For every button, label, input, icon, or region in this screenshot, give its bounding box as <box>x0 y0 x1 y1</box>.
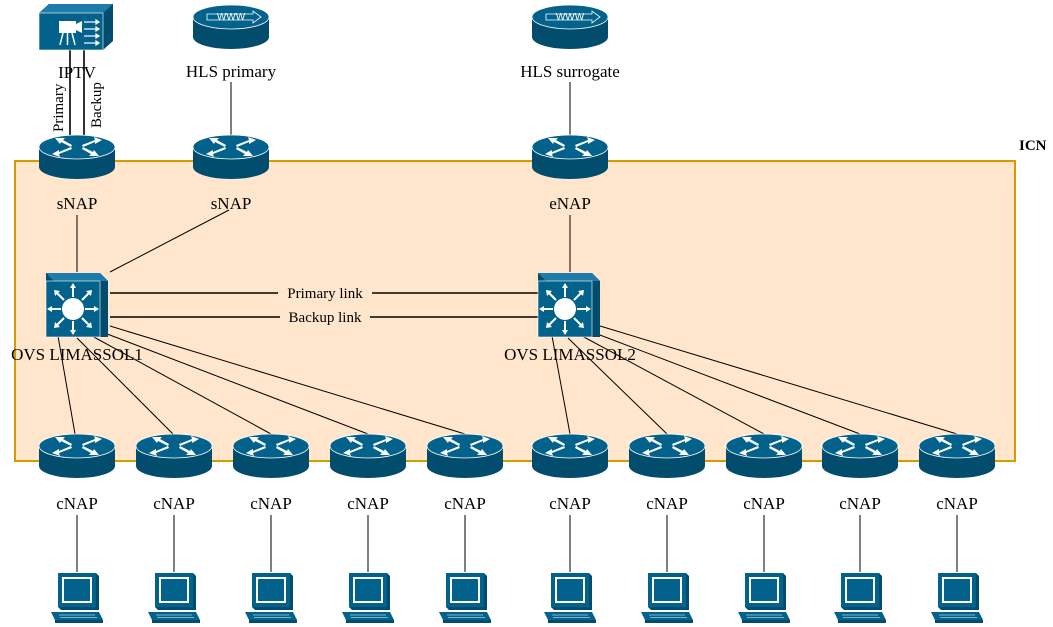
workstation-icon <box>833 572 887 624</box>
hls-primary-badge: WWW <box>217 12 246 23</box>
cnap-label: cNAP <box>250 494 292 513</box>
router-icon <box>135 433 213 479</box>
cnap-label: cNAP <box>743 494 785 513</box>
workstation-icon <box>737 572 791 624</box>
workstation-row <box>50 572 984 624</box>
workstation-icon <box>341 572 395 624</box>
router-icon <box>38 134 116 180</box>
icn-region <box>14 160 1016 462</box>
iptv-primary-link-label: Primary <box>51 83 67 132</box>
router-icon <box>628 433 706 479</box>
workstation-icon <box>930 572 984 624</box>
iptv-label: IPTV <box>58 63 97 82</box>
router-icon <box>38 433 116 479</box>
workstation-icon <box>543 572 597 624</box>
cnap-label: cNAP <box>347 494 389 513</box>
ovs1-label: OVS LIMASSOL1 <box>11 345 143 364</box>
cnap-label: cNAP <box>646 494 688 513</box>
cnap-label: cNAP <box>549 494 591 513</box>
cnap-label: cNAP <box>936 494 978 513</box>
router-icon <box>918 433 996 479</box>
workstation-icon <box>50 572 104 624</box>
router-icon <box>426 433 504 479</box>
hls-surrogate-badge: WWW <box>556 12 585 23</box>
multilayer-switch-icon <box>537 272 601 338</box>
hls-surrogate-label: HLS surrogate <box>520 62 620 81</box>
snap2-label: sNAP <box>211 194 252 213</box>
router-icon <box>232 433 310 479</box>
router-icon <box>531 134 609 180</box>
router-icon <box>531 433 609 479</box>
cnap-label: cNAP <box>56 494 98 513</box>
cnap-label: cNAP <box>153 494 195 513</box>
multilayer-switch-icon <box>45 272 109 338</box>
enap-label: eNAP <box>549 194 591 213</box>
snap1-label: sNAP <box>57 194 98 213</box>
links <box>57 45 958 572</box>
cnap-label: cNAP <box>839 494 881 513</box>
primary-link-label: Primary link <box>287 286 363 302</box>
hls-primary-label: HLS primary <box>186 62 277 81</box>
ovs2-label: OVS LIMASSOL2 <box>504 345 636 364</box>
router-icon <box>329 433 407 479</box>
cnap-label: cNAP <box>444 494 486 513</box>
workstation-icon <box>438 572 492 624</box>
iptv-backup-link-label: Backup <box>89 82 105 128</box>
backup-link-label: Backup link <box>289 310 362 326</box>
workstation-icon <box>640 572 694 624</box>
icn-label: ICN <box>1019 138 1047 154</box>
cnap-row: cNAP cNAP cNAP cNAP cNAP cNAP cNAP cNAP cNAP cNAP <box>38 433 996 513</box>
router-icon <box>192 134 270 180</box>
router-icon <box>821 433 899 479</box>
workstation-icon <box>147 572 201 624</box>
router-icon <box>725 433 803 479</box>
iptv-server-icon <box>38 4 113 51</box>
workstation-icon <box>244 572 298 624</box>
